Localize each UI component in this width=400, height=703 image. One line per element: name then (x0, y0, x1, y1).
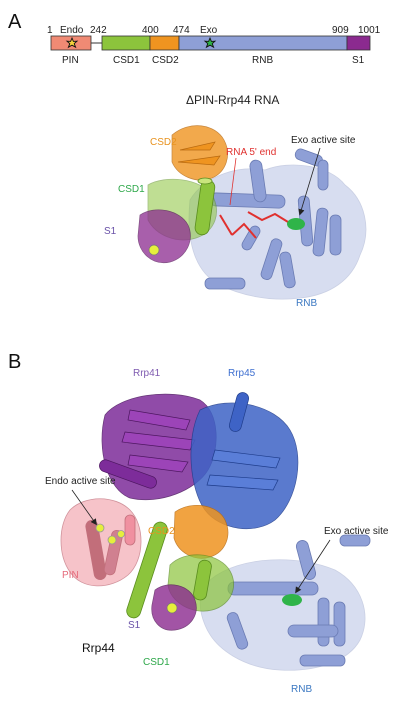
structure-b (60, 392, 371, 671)
pin-helix (103, 529, 123, 576)
label-endo-active-site: Endo active site (45, 476, 116, 487)
residue-1001: 1001 (358, 25, 381, 36)
label-rnb-a: RNB (296, 298, 317, 309)
endo-site-arrow (71, 489, 97, 526)
rnb-helix (312, 207, 329, 257)
domain-name-csd1: CSD1 (113, 55, 140, 66)
exo-site-arrow-b (295, 539, 331, 594)
rnb-helix (241, 225, 261, 251)
residue-242: 242 (90, 25, 107, 36)
endo-active-site-residue (95, 523, 105, 533)
pin-helix (124, 514, 136, 546)
label-s1-a: S1 (104, 226, 117, 237)
rnb-helix (299, 654, 346, 667)
structure-title-a: ΔPIN-Rrp44 RNA (186, 93, 279, 107)
domain-name-s1: S1 (352, 55, 365, 66)
label-s1-b: S1 (128, 620, 141, 631)
endo-site-label: Endo (60, 25, 84, 36)
rnb-helix (339, 534, 371, 547)
rnb-helix (209, 192, 286, 209)
domain-rnb (178, 35, 348, 51)
domain-csd1 (101, 35, 151, 51)
label-rna-5-end: RNA 5' end (226, 147, 276, 158)
rnb-helix (317, 597, 330, 647)
rnb-helix (260, 238, 283, 280)
rrp45-subunit (190, 392, 299, 530)
rnb-helix (333, 601, 346, 647)
label-csd2-a: CSD2 (150, 137, 177, 148)
residue-400: 400 (142, 25, 159, 36)
csd1-long-helix (126, 521, 168, 619)
endo-burst-icon (65, 36, 79, 49)
rrp41-helix (99, 459, 157, 489)
panel-b-label: B (8, 351, 21, 373)
label-exo-active-site-b: Exo active site (324, 526, 389, 537)
residue-474: 474 (173, 25, 190, 36)
exo-site-arrow-a (298, 147, 321, 216)
label-rnb-b: RNB (291, 684, 312, 695)
rnb-domain-a (188, 148, 367, 300)
rnb-helix (279, 251, 296, 289)
domain-csd2 (149, 35, 180, 51)
rrp45-helix (229, 392, 249, 432)
rna-strand-a (219, 211, 289, 239)
endo-active-site-residue (107, 535, 117, 545)
s1-domain-b (151, 584, 197, 631)
domain-name-csd2: CSD2 (152, 55, 179, 66)
label-rrp41: Rrp41 (133, 368, 161, 379)
exo-active-site-a (287, 218, 305, 230)
label-exo-active-site-a: Exo active site (291, 135, 356, 146)
csd2-domain-a (171, 125, 228, 181)
label-csd1-b: CSD1 (143, 657, 170, 668)
pin-domain (60, 498, 142, 587)
rnb-helix (329, 214, 342, 256)
label-rrp44: Rrp44 (82, 641, 115, 655)
domain-s1 (346, 35, 371, 51)
rnb-helix (227, 581, 319, 596)
rnb-helix (204, 277, 246, 290)
rna-5-end-pointer (229, 157, 237, 206)
residue-1: 1 (47, 25, 53, 36)
domain-bar-numbers: 1 242 400 474 909 1001 Endo Exo (47, 25, 381, 36)
rnb-helix (287, 624, 339, 638)
rnb-domain-b (199, 534, 371, 671)
structure-a (137, 125, 367, 300)
domain-bar (50, 35, 371, 51)
domain-name-rnb: RNB (252, 55, 273, 66)
exo-active-site-b (282, 594, 302, 606)
residue-909: 909 (332, 25, 349, 36)
rnb-helix (226, 612, 249, 650)
s1-domain-a (137, 209, 191, 264)
label-rrp45: Rrp45 (228, 368, 256, 379)
rnb-helix (317, 159, 329, 191)
panel-a-label: A (8, 11, 22, 33)
rnb-helix (249, 159, 267, 203)
csd1-helix (193, 559, 212, 601)
label-csd1-a: CSD1 (118, 184, 145, 195)
endo-active-site-residue (117, 530, 125, 538)
label-pin: PIN (62, 570, 79, 581)
csd2-domain-b (173, 504, 229, 559)
exo-burst-icon (203, 36, 217, 49)
label-csd2-b: CSD2 (148, 526, 175, 537)
exo-site-label: Exo (200, 25, 218, 36)
domain-name-pin: PIN (62, 55, 79, 66)
domain-names: PIN CSD1 CSD2 RNB S1 (62, 55, 365, 66)
